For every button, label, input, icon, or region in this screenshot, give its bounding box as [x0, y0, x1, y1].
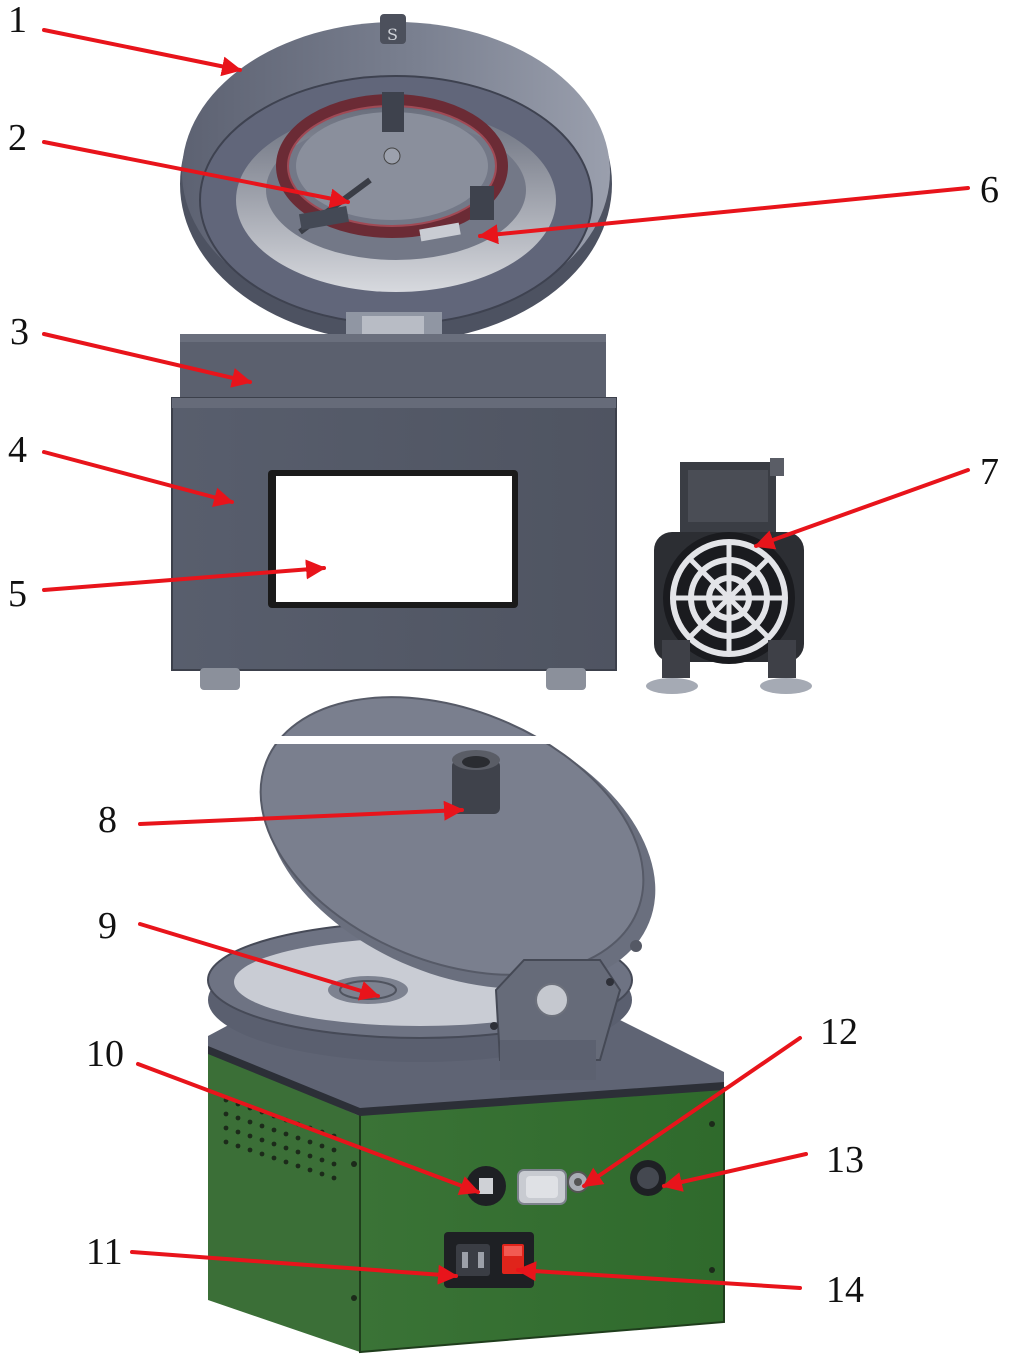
rear-view-assembly: [207, 696, 725, 1354]
callout-8: 8: [98, 799, 117, 841]
callout-7: 7: [980, 451, 999, 493]
arrow-14: [516, 1261, 802, 1290]
arrow-13: [662, 1152, 808, 1192]
open-lid-top-view: S: [180, 14, 612, 342]
callout-3: 3: [10, 311, 29, 353]
power-inlet: [456, 1244, 490, 1276]
callout-10: 10: [86, 1033, 124, 1075]
arrow-4: [42, 450, 234, 508]
arrow-9: [138, 922, 380, 1001]
callout-arrows: [42, 28, 970, 1290]
top-cover-plate: [180, 334, 606, 400]
arrow-8: [138, 800, 464, 826]
arrow-2: [42, 140, 350, 209]
arrow-6: [478, 186, 970, 245]
lid-knob: [380, 14, 406, 44]
callout-6: 6: [980, 169, 999, 211]
lid-knob-mark: S: [387, 25, 398, 44]
callout-11: 11: [86, 1231, 123, 1273]
main-housing: [171, 397, 617, 690]
arrow-11: [130, 1250, 458, 1285]
callout-13: 13: [826, 1139, 864, 1181]
rear-panel: [208, 1052, 360, 1352]
arrow-1: [42, 28, 242, 77]
callout-2: 2: [8, 117, 27, 159]
callout-9: 9: [98, 905, 117, 947]
arrow-10: [136, 1062, 480, 1196]
arrow-3: [42, 332, 252, 388]
arrow-5: [42, 559, 326, 592]
arrow-12: [582, 1036, 802, 1188]
vacuum-pump: [646, 458, 812, 694]
callout-labels: 1 2 3 4 5 6 7 8 9 10 11 12 13 14: [8, 0, 999, 1311]
callout-1: 1: [8, 0, 27, 41]
callout-14: 14: [826, 1269, 864, 1311]
lid-port: [452, 760, 500, 814]
callout-4: 4: [8, 429, 27, 471]
arrow-7: [754, 468, 970, 550]
callout-12: 12: [820, 1011, 858, 1053]
callout-5: 5: [8, 573, 27, 615]
